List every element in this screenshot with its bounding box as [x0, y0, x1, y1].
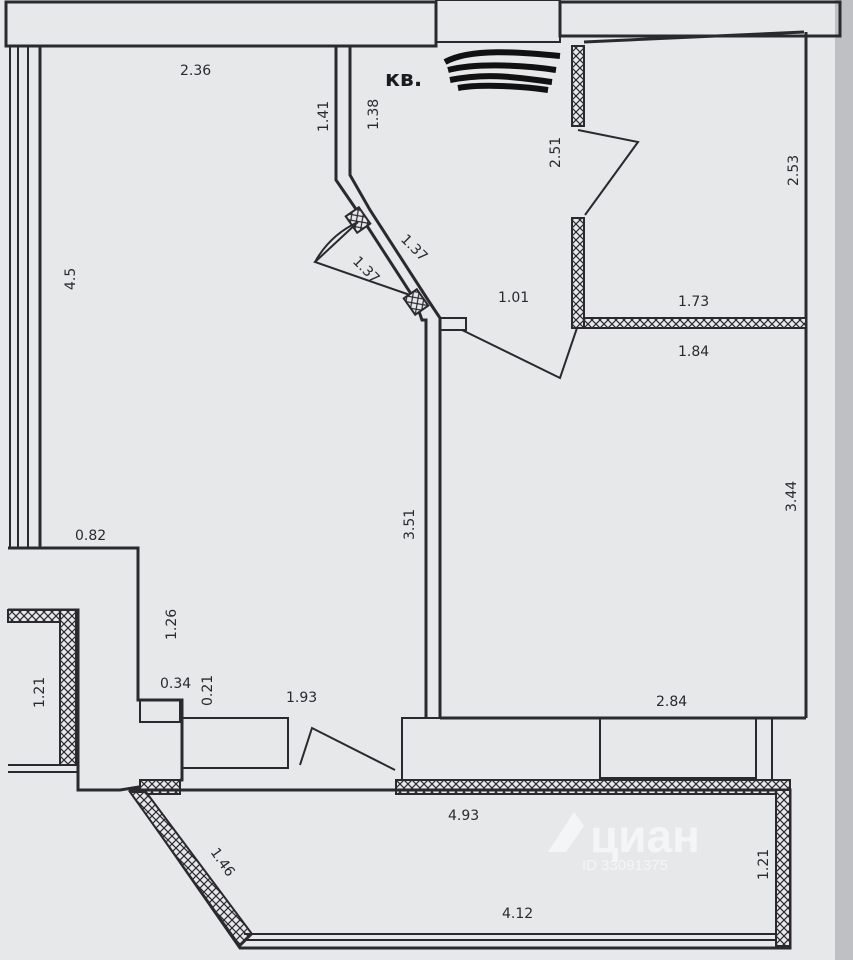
- dim-hall-101: 1.01: [498, 290, 529, 306]
- dim-room-184: 1.84: [678, 344, 709, 360]
- dim-balcony-412: 4.12: [502, 906, 533, 922]
- interior-partitions: [334, 46, 467, 718]
- dim-corridor-351: 3.51: [402, 509, 418, 540]
- dim-corridor-138: 1.38: [366, 99, 382, 130]
- cian-watermark: циан ID 33091375: [548, 810, 700, 874]
- door-swings: [299, 129, 640, 771]
- balcony: [127, 788, 792, 950]
- dim-shaft-126: 1.26: [164, 609, 180, 640]
- watermark-brand: циан: [590, 810, 700, 862]
- dim-shaft-121: 1.21: [32, 677, 48, 708]
- dim-niche-034: 0.34: [160, 676, 191, 692]
- dim-bath-173: 1.73: [678, 294, 709, 310]
- dim-hall-251: 2.51: [548, 137, 564, 168]
- dim-balcony-121: 1.21: [756, 849, 772, 880]
- redaction-scribble: [443, 49, 561, 93]
- dim-balcony-493: 4.93: [448, 808, 479, 824]
- dim-shaft-082: 0.82: [75, 528, 106, 544]
- paper-shadow-right: [835, 0, 853, 960]
- dim-room-193: 1.93: [286, 690, 317, 706]
- left-shaft-block: [7, 546, 184, 792]
- cian-logo-icon: [548, 812, 584, 852]
- apartment-label: кв.: [385, 67, 422, 92]
- watermark-id: ID 33091375: [582, 857, 668, 874]
- dim-top-left-width: 2.36: [180, 63, 211, 79]
- bathroom: [571, 30, 808, 718]
- dim-room-284: 2.84: [656, 694, 687, 710]
- dim-left-room-height: 4.5: [63, 268, 79, 290]
- dim-room-344: 3.44: [784, 481, 800, 512]
- dim-corridor-141: 1.41: [316, 101, 332, 132]
- dim-bath-253: 2.53: [786, 155, 802, 186]
- left-window-wall: [9, 46, 42, 548]
- dim-niche-021: 0.21: [200, 675, 216, 706]
